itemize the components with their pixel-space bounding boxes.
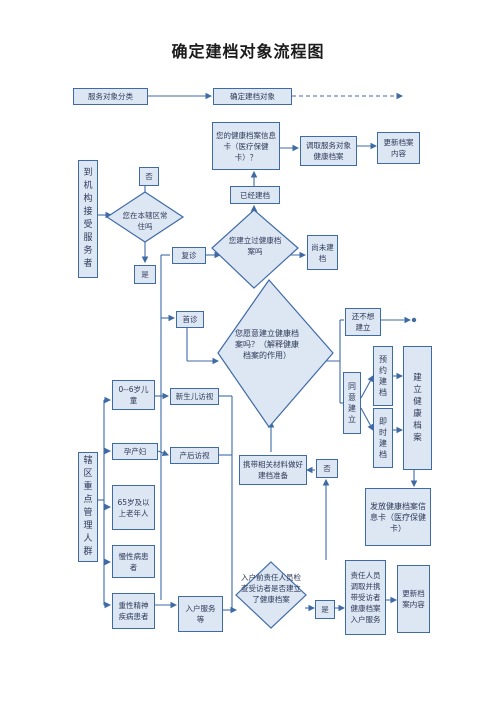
pregnant-box: 孕产妇 bbox=[112, 443, 158, 460]
retrieve-record-box: 调取服务对象健康档案 bbox=[300, 136, 357, 166]
health-record-info-box: 您的健康档案信息卡（医疗保健卡）？ bbox=[212, 122, 280, 170]
update-record-bottom-box: 更新档案内容 bbox=[397, 565, 430, 633]
staff-check-diamond bbox=[235, 561, 307, 629]
infant-box: 0--6岁儿童 bbox=[112, 380, 155, 410]
jurisdiction-box: 辖区重点管理人群 bbox=[78, 452, 98, 562]
postpartum-visit-box: 产后访视 bbox=[170, 447, 219, 464]
staff-check-text: 入户前责任人员检查受访者是否建立了健康档案 bbox=[241, 573, 301, 604]
already-built-box: 已经建档 bbox=[230, 186, 280, 204]
willing-diamond bbox=[217, 279, 334, 428]
immediate-box: 即时建档 bbox=[373, 408, 393, 468]
not-built-box: 尚未建档 bbox=[307, 235, 338, 270]
yes-bottom-box: 是 bbox=[315, 600, 335, 619]
chronic-box: 慢性病患者 bbox=[112, 545, 155, 578]
revisit-box: 复诊 bbox=[172, 247, 206, 264]
confirm-target-box: 确定建档对象 bbox=[213, 88, 292, 105]
service-class-box: 服务对象分类 bbox=[73, 88, 148, 105]
built-before-diamond bbox=[211, 209, 299, 289]
mental-box: 重性精神疾病患者 bbox=[112, 593, 155, 629]
elderly-box: 65岁及以上老年人 bbox=[112, 485, 155, 530]
build-record-box: 建立健康档案 bbox=[403, 346, 432, 470]
willing-text: 您愿意建立健康档案吗？（解释健康档案的作用） bbox=[235, 329, 299, 360]
not-want-box: 还不想建立 bbox=[345, 308, 381, 336]
local-resident-diamond bbox=[105, 191, 185, 243]
no-mid-box: 否 bbox=[316, 459, 338, 478]
built-before-text: 您建立过健康档案吗 bbox=[228, 236, 282, 256]
issue-card-box: 发放健康档案信息卡（医疗保健卡） bbox=[365, 488, 431, 546]
home-service-box: 入户服务等 bbox=[178, 596, 223, 632]
page-title: 确定建档对象流程图 bbox=[171, 42, 325, 61]
update-record-top-box: 更新档案内容 bbox=[377, 132, 420, 164]
newborn-visit-box: 新生儿访视 bbox=[170, 388, 219, 405]
bring-materials-box: 携带相关材料做好建档准备 bbox=[239, 455, 307, 485]
yes-left-box: 是 bbox=[134, 265, 156, 284]
walk-in-box: 到机构接受服务者 bbox=[78, 160, 98, 278]
no-top-box: 否 bbox=[139, 167, 159, 186]
responsible-retrieve-box: 责任人员调取并携带受访者健康档案入户服务 bbox=[345, 560, 386, 635]
agree-build-box: 同意建立 bbox=[343, 372, 361, 434]
appointment-box: 预约建档 bbox=[373, 346, 393, 406]
local-resident-text: 您在本辖区常住吗 bbox=[122, 211, 168, 231]
first-visit-box: 首诊 bbox=[176, 311, 204, 328]
